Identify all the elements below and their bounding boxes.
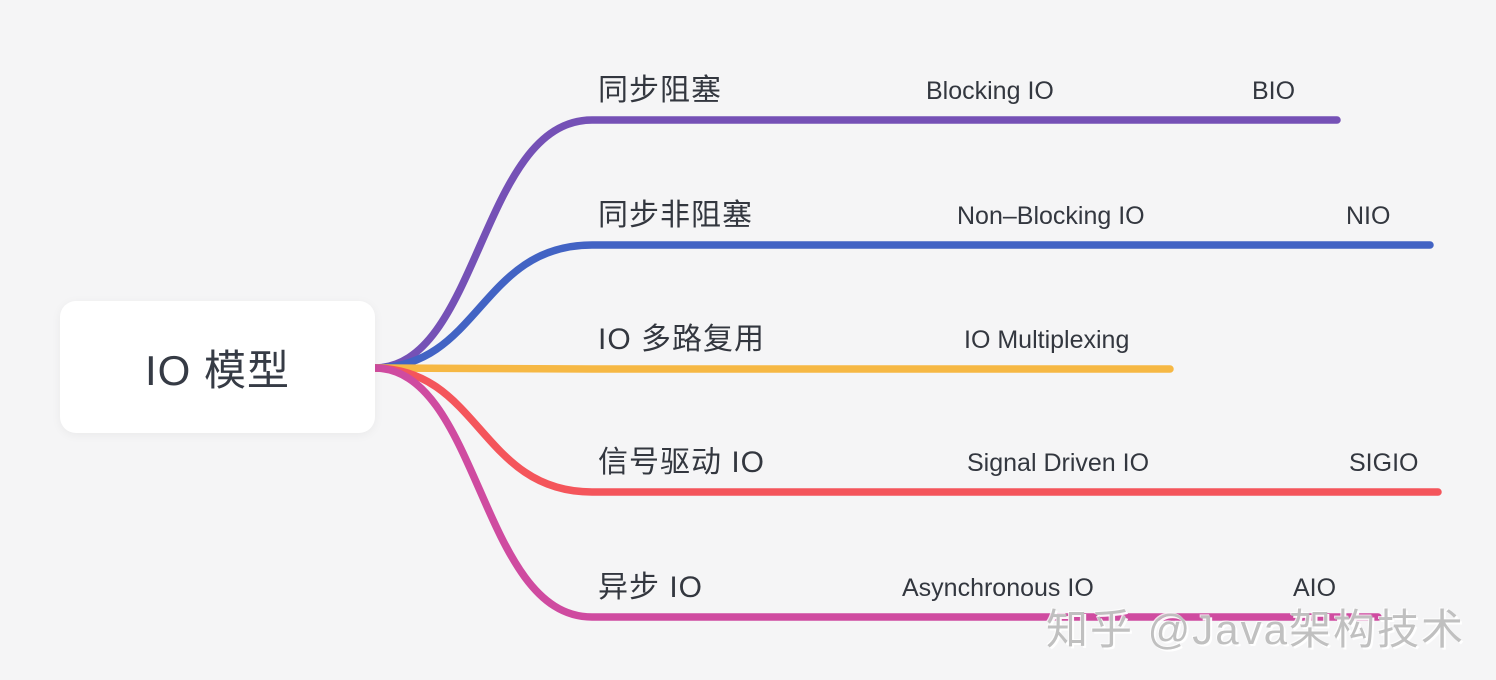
root-node[interactable]: IO 模型 (60, 301, 375, 433)
topic-en-async-io[interactable]: Asynchronous IO (902, 574, 1094, 602)
topic-en-signal-driven-io[interactable]: Signal Driven IO (967, 449, 1150, 477)
topic-abbr-non-blocking-io[interactable]: NIO (1346, 202, 1391, 230)
branch-line-io-multiplexing (370, 364, 1174, 373)
topic-abbr-blocking-io[interactable]: BIO (1252, 77, 1296, 105)
topic-en-io-multiplexing[interactable]: IO Multiplexing (964, 326, 1130, 354)
topic-abbr-async-io[interactable]: AIO (1293, 574, 1337, 602)
watermark: 知乎 @Java架构技术 (1046, 606, 1466, 653)
topic-en-non-blocking-io[interactable]: Non–Blocking IO (957, 202, 1145, 230)
branch-line-non-blocking-io (370, 241, 1434, 372)
topic-cn-signal-driven-io[interactable]: 信号驱动 IO (598, 446, 766, 479)
root-node-label: IO 模型 (144, 346, 290, 394)
branch-line-async-io (370, 364, 1382, 621)
topic-cn-non-blocking-io[interactable]: 同步非阻塞 (598, 199, 753, 232)
branch-line-signal-driven-io (370, 364, 1442, 496)
topic-cn-blocking-io[interactable]: 同步阻塞 (598, 74, 722, 107)
topic-cn-async-io[interactable]: 异步 IO (598, 571, 704, 604)
branch-line-blocking-io (370, 116, 1341, 372)
topic-en-blocking-io[interactable]: Blocking IO (926, 77, 1054, 105)
topic-cn-io-multiplexing[interactable]: IO 多路复用 (598, 323, 766, 356)
topic-abbr-signal-driven-io[interactable]: SIGIO (1349, 449, 1419, 477)
